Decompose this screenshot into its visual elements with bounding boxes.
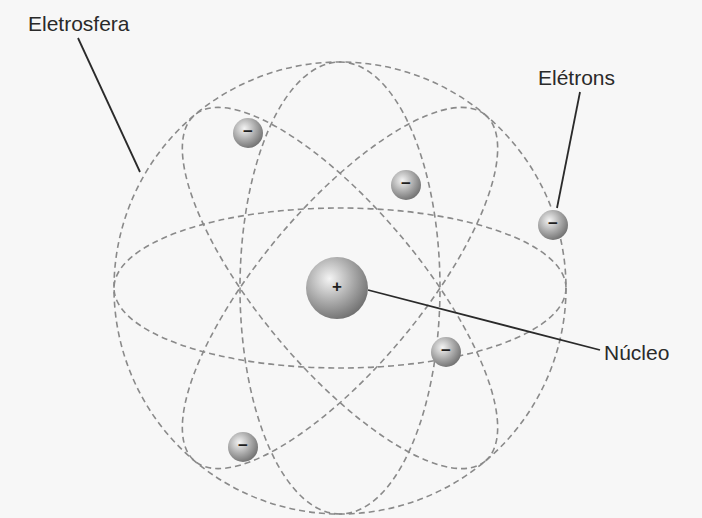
nucleus [306,257,368,319]
leader-lines [78,38,600,350]
part-label: Elétrons [538,66,615,89]
electron [391,170,421,200]
electron [228,432,258,462]
charge-sign: − [238,437,248,456]
electron [233,118,263,148]
charge-sign: − [548,215,558,234]
leader-line [368,290,600,350]
charge-sign: − [441,342,451,361]
part-label: Núcleo [604,341,669,364]
charge-sign: + [332,278,342,297]
orbit [133,63,546,512]
electrosphere-outline [114,62,566,514]
leader-line [557,92,580,208]
particles [228,118,568,462]
orbit [240,62,440,514]
charge-sign: − [401,175,411,194]
part-label: Eletrosfera [28,12,130,35]
electron [431,337,461,367]
charge-sign: − [243,123,253,142]
orbit [114,208,566,368]
orbits [114,62,566,514]
electron [538,210,568,240]
leader-line [78,38,140,172]
orbit [133,63,546,512]
